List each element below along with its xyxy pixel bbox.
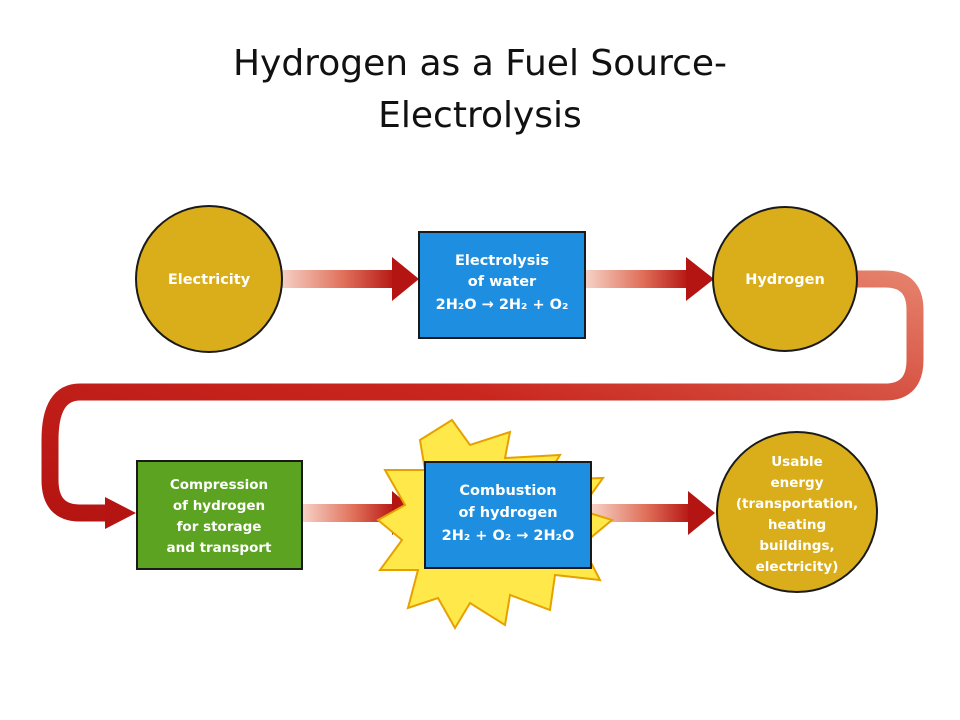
node-hydrogen: Hydrogen — [712, 206, 858, 352]
electrolysis-equation: 2H₂O → 2H₂ + O₂ — [436, 297, 569, 313]
node-usable-energy: Usable energy (transportation, heating b… — [716, 431, 878, 593]
node-compression: Compression of hydrogen for storage and … — [136, 460, 303, 570]
arrowhead-compression — [105, 497, 136, 529]
node-electrolysis: Electrolysis of water 2H₂O → 2H₂ + O₂ — [418, 231, 586, 339]
combustion-line-1: Combustion — [459, 483, 556, 499]
arrow-electricity-to-electrolysis — [280, 257, 419, 301]
slide-title: Hydrogen as a Fuel Source- Electrolysis — [0, 38, 960, 142]
combustion-equation: 2H₂ + O₂ → 2H₂O — [442, 528, 575, 544]
title-line-1: Hydrogen as a Fuel Source- — [232, 43, 728, 84]
node-electricity-label: Electricity — [168, 272, 251, 288]
usable-energy-line-6: electricity) — [756, 559, 839, 575]
compression-line-2: of hydrogen — [173, 498, 265, 514]
usable-energy-line-1: Usable — [771, 454, 823, 470]
electrolysis-line-2: of water — [468, 274, 537, 290]
usable-energy-line-3: (transportation, — [736, 496, 858, 512]
compression-line-4: and transport — [166, 540, 272, 556]
compression-line-1: Compression — [170, 477, 268, 493]
compression-line-3: for storage — [177, 519, 262, 535]
node-combustion: Combustion of hydrogen 2H₂ + O₂ → 2H₂O — [376, 418, 615, 630]
arrow-combustion-to-usable-energy — [591, 491, 715, 535]
title-line-2: Electrolysis — [378, 95, 582, 136]
usable-energy-line-5: buildings, — [759, 538, 834, 554]
usable-energy-line-2: energy — [770, 475, 823, 491]
usable-energy-line-4: heating — [768, 517, 826, 533]
node-hydrogen-label: Hydrogen — [745, 272, 825, 288]
node-electricity: Electricity — [135, 205, 283, 353]
combustion-line-2: of hydrogen — [458, 505, 557, 521]
electrolysis-line-1: Electrolysis — [455, 253, 549, 269]
arrow-electrolysis-to-hydrogen — [585, 257, 714, 301]
return-connector-arrow — [41, 270, 924, 522]
